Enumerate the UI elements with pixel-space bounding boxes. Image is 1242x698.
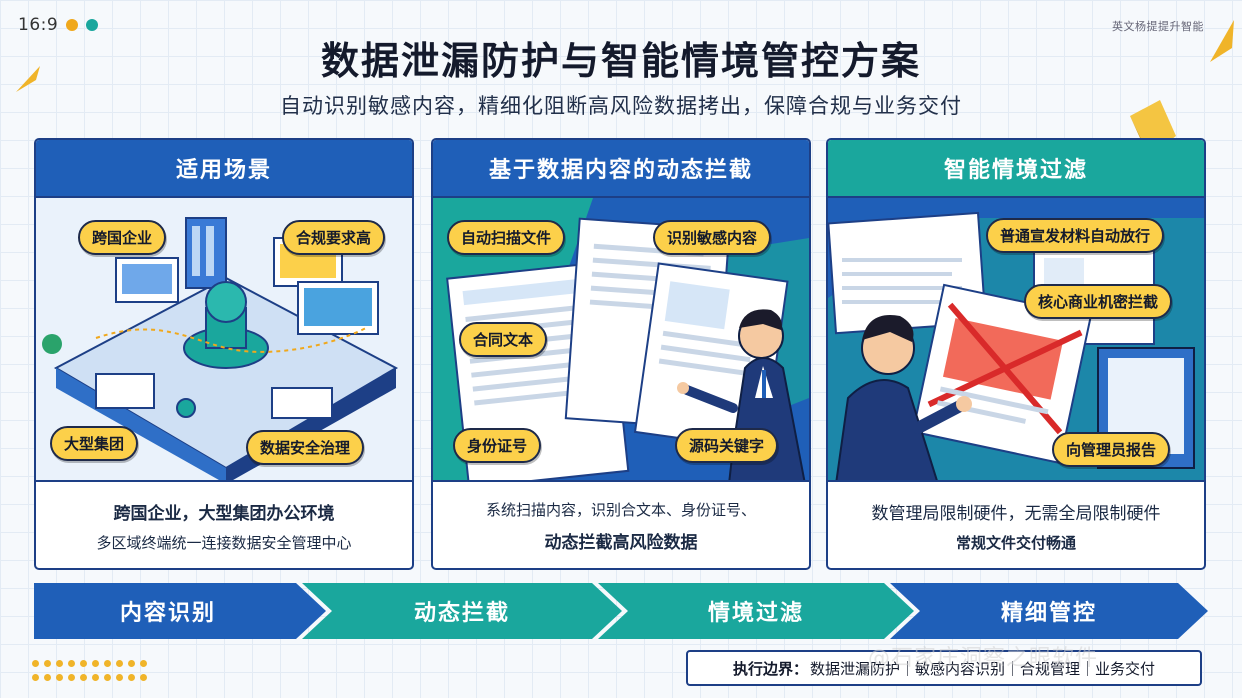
flow-step-context-filter: 情境过滤: [598, 583, 914, 639]
panel-caption: 跨国企业，大型集团办公环境 多区域终端统一连接数据安全管理中心: [36, 484, 412, 568]
flow-step-label: 情境过滤: [707, 601, 804, 626]
gold-shard-icon: [16, 66, 40, 92]
caption-line-1: 数管理局限制硬件，无需全局限制硬件: [871, 504, 1161, 524]
flow-step-dynamic-blocking: 动态拦截: [302, 583, 622, 639]
brand-label: 英文杨提提升智能: [1112, 20, 1204, 33]
panel-title: 智能情境过滤: [828, 140, 1204, 196]
top-bar: 16:9: [18, 12, 99, 38]
panel-caption: 系统扫描内容，识别合文本、身份证号、 动态拦截高风险数据: [433, 484, 809, 568]
teal-dot-icon: [86, 19, 99, 31]
panel-title: 适用场景: [36, 140, 412, 196]
caption-line-1: 系统扫描内容，识别合文本、身份证号、: [485, 501, 756, 519]
tag-auto-scan: 自动扫描文件: [447, 220, 566, 255]
decorative-dots: [32, 660, 148, 682]
tag-id-number: 身份证号: [453, 428, 542, 463]
caption-line-2: 多区域终端统一连接数据安全管理中心: [96, 534, 352, 552]
tag-report-admin: 向管理员报告: [1052, 432, 1171, 467]
orange-dot-icon: [66, 19, 79, 31]
context-filter-illustration: 普通宣发材料自动放行 核心商业机密拦截 向管理员报告: [828, 196, 1204, 482]
tag-secret-blocked: 核心商业机密拦截: [1024, 284, 1173, 319]
panel-title: 基于数据内容的动态拦截: [433, 140, 809, 196]
tag-multinational: 跨国企业: [78, 220, 167, 255]
panel-scenarios: 适用场景 跨国企业 合规要求高 大型集团 数据安全治理: [34, 138, 414, 570]
flow-step-label: 精细管控: [1000, 601, 1097, 626]
tag-data-governance: 数据安全治理: [246, 430, 365, 465]
flow-step-content-identification: 内容识别: [34, 583, 326, 639]
execution-boundary-box: 执行边界： 数据泄漏防护｜敏感内容识别｜合规管理｜业务交付: [686, 650, 1202, 686]
page-title: 数据泄漏防护与智能情境管控方案: [320, 39, 921, 83]
caption-line-2: 常规文件交付畅通: [955, 534, 1076, 552]
panel-dynamic-blocking: 基于数据内容的动态拦截: [431, 138, 811, 570]
flow-step-label: 动态拦截: [413, 601, 510, 626]
tag-large-group: 大型集团: [50, 426, 139, 461]
tag-contract-text: 合同文本: [459, 322, 548, 357]
caption-line-2: 动态拦截高风险数据: [544, 533, 698, 553]
scenario-illustration: 跨国企业 合规要求高 大型集团 数据安全治理: [36, 196, 412, 482]
panel-context-filter: 智能情境过滤 普通宣发材料自动放行 核心商业机密拦截 向管理员报告: [826, 138, 1206, 570]
blocking-illustration: 自动扫描文件 识别敏感内容 合同文本 身份证号 源码关键字: [433, 196, 809, 482]
aspect-ratio-label: 16:9: [18, 15, 59, 35]
boundary-label: 执行边界：: [732, 659, 808, 678]
caption-line-1: 跨国企业，大型集团办公环境: [113, 504, 335, 524]
page-subtitle: 自动识别敏感内容，精细化阻断高风险数据拷出，保障合规与业务交付: [280, 94, 962, 118]
watermark: @石家庄洞察之眼软件: [868, 646, 1099, 671]
boundary-items: 数据泄漏防护｜敏感内容识别｜合规管理｜业务交付: [810, 659, 1156, 678]
tag-marketing-allowed: 普通宣发材料自动放行: [986, 218, 1165, 253]
flow-step-label: 内容识别: [119, 601, 216, 626]
tag-identify-sensitive: 识别敏感内容: [653, 220, 772, 255]
tag-high-compliance: 合规要求高: [282, 220, 386, 255]
confidential-block-illustration: [828, 211, 1204, 480]
tag-source-keyword: 源码关键字: [675, 428, 779, 463]
panel-caption: 数管理局限制硬件，无需全局限制硬件 常规文件交付畅通: [828, 484, 1204, 568]
gold-shard-icon: [1210, 20, 1234, 62]
flow-step-fine-control: 精细管控: [890, 583, 1208, 639]
